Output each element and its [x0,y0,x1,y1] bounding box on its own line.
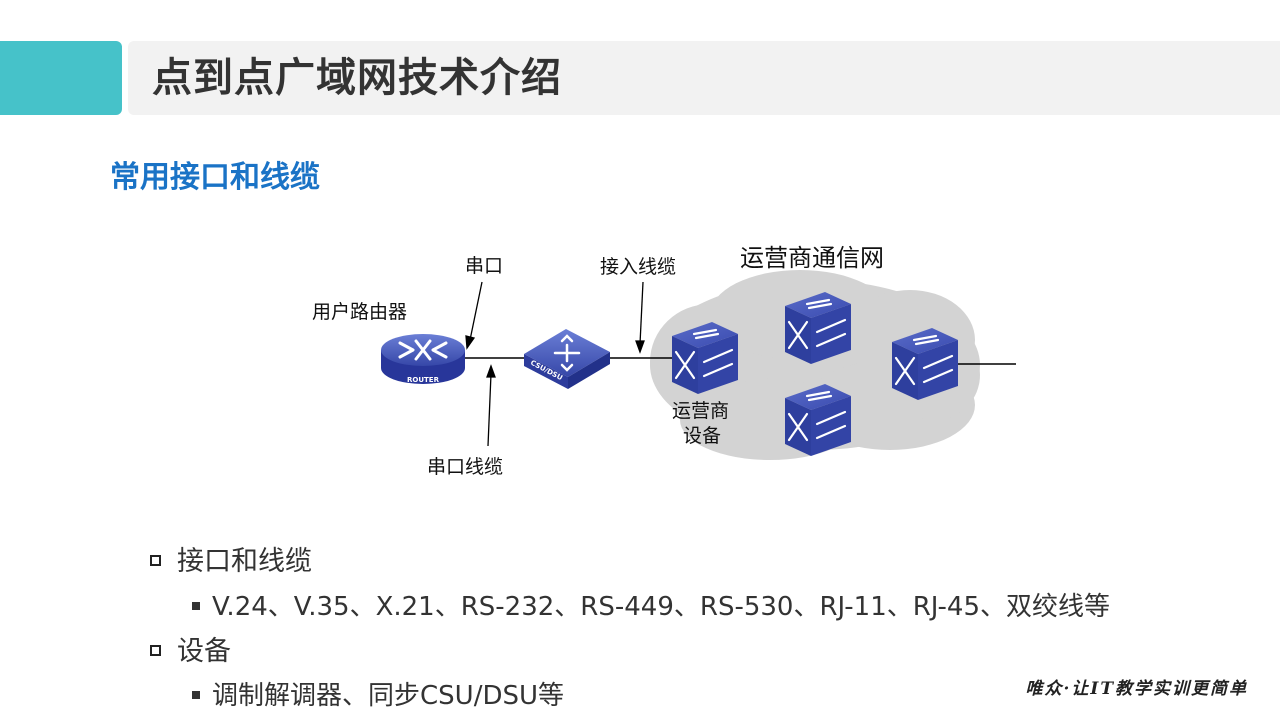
carrier-device-label-line1: 运营商 [672,400,730,422]
router-badge: ROUTER [407,376,440,384]
filled-square-bullet-icon [192,691,200,699]
router-icon: ROUTER [381,334,465,384]
access-cable-label: 接入线缆 [600,256,677,278]
bullet-text: 调制解调器、同步CSU/DSU等 [212,681,565,711]
cables [462,357,1016,365]
carrier-switch-2 [785,292,851,364]
serial-port-label: 串口 [465,255,504,277]
title-bar [128,41,1280,115]
bullet-item-interfaces: 接口和线缆 [150,544,312,580]
csu-dsu-icon: CSU/DSU [524,329,610,389]
filled-square-bullet-icon [192,602,200,610]
pointer-arrows [465,281,645,447]
title-accent-block [0,41,122,115]
hollow-square-bullet-icon [150,555,161,566]
carrier-switch-4 [785,384,851,456]
user-router-label: 用户路由器 [312,301,408,323]
section-heading: 常用接口和线缆 [110,160,320,195]
footer-slogan: 唯众·让IT教学实训更简单 [1025,679,1248,699]
serial-cable-label: 串口线缆 [427,456,504,478]
carrier-network-label: 运营商通信网 [740,244,884,272]
carrier-device-label-line2: 设备 [683,425,722,447]
bullet-text: 设备 [177,636,231,667]
hollow-square-bullet-icon [150,645,161,656]
bullet-text: 接口和线缆 [177,546,312,577]
bullet-text: V.24、V.35、X.21、RS-232、RS-449、RS-530、RJ-1… [212,592,1111,622]
carrier-switch-1 [672,322,738,394]
bullet-subitem-interface-list: V.24、V.35、X.21、RS-232、RS-449、RS-530、RJ-1… [192,589,1110,625]
bullet-subitem-device-list: 调制解调器、同步CSU/DSU等 [192,678,564,714]
carrier-switch-3 [892,328,958,400]
slide-title: 点到点广域网技术介绍 [152,55,562,101]
bullet-item-devices: 设备 [150,634,231,670]
